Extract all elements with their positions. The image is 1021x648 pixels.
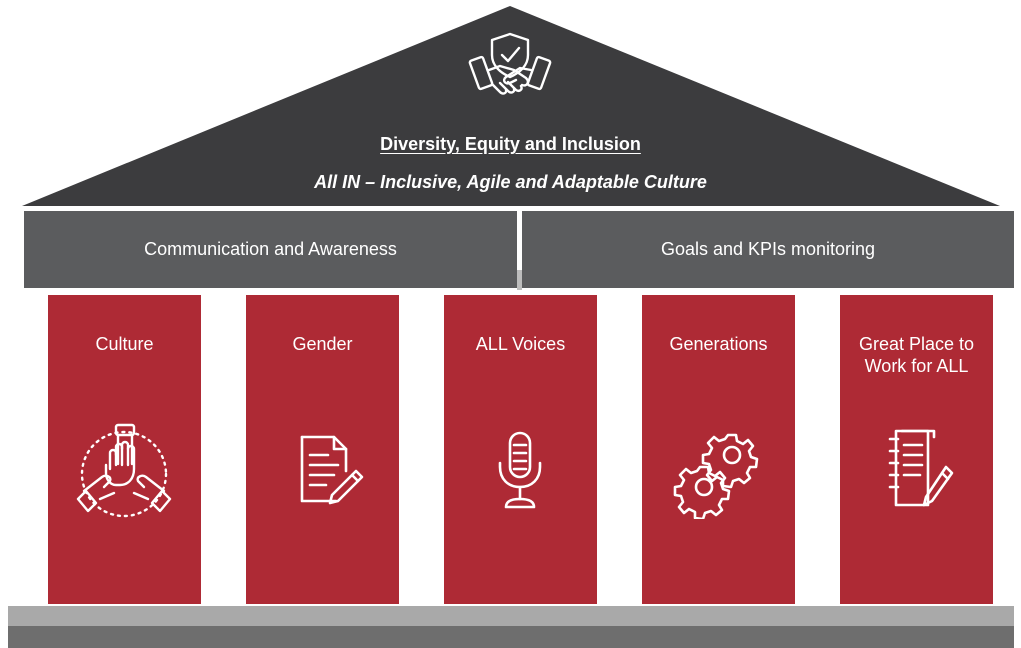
- gears-icon: [673, 433, 759, 519]
- beam-divider: [517, 270, 522, 290]
- roof-subtitle: All IN – Inclusive, Agile and Adaptable …: [314, 172, 707, 192]
- pillar-culture: Culture: [48, 295, 201, 604]
- beam-label: Communication and Awareness: [144, 239, 397, 259]
- document-pen-icon: [300, 435, 364, 505]
- handshake-shield-icon: [468, 32, 552, 95]
- pillar-label: Culture: [95, 334, 154, 354]
- roof-title: Diversity, Equity and Inclusion: [380, 134, 641, 154]
- pillar-all-voices: ALL Voices: [444, 295, 597, 604]
- pillar-label: Great Place to Work for ALL: [858, 334, 975, 376]
- pillar-gender: Gender: [246, 295, 399, 604]
- pillar-label: ALL Voices: [475, 334, 566, 354]
- pillar-generations: Generations: [642, 295, 795, 604]
- beam-communication: Communication and Awareness: [24, 211, 517, 288]
- base-step-top: [8, 606, 1014, 626]
- notebook-pen-icon: [888, 429, 954, 507]
- pillar-label: Generations: [669, 334, 768, 354]
- roof: [22, 6, 1000, 206]
- pillar-label: Gender: [292, 334, 353, 354]
- pillar-great-place: Great Place to Work for ALL: [840, 295, 993, 604]
- hands-together-icon: [76, 423, 172, 518]
- microphone-icon: [498, 431, 542, 509]
- base-step-bottom: [8, 626, 1014, 648]
- beam-label: Goals and KPIs monitoring: [660, 239, 876, 259]
- beam-goals: Goals and KPIs monitoring: [522, 211, 1014, 288]
